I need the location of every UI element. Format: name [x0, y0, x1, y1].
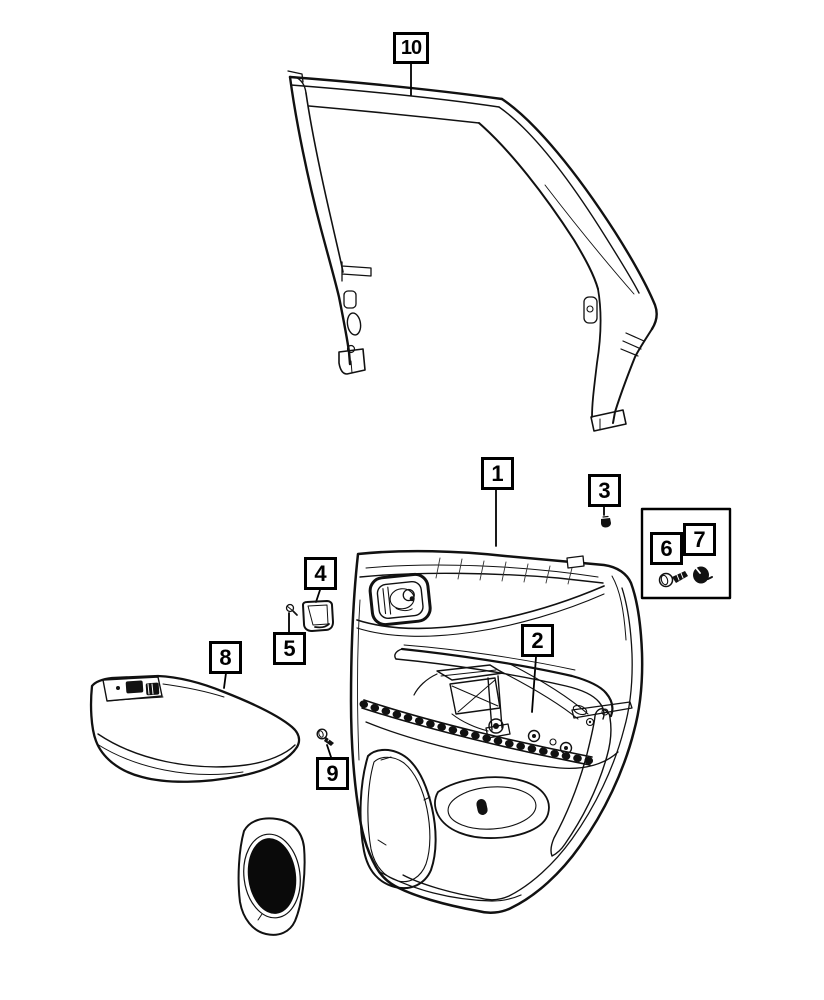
callout-2[interactable]: 2: [521, 624, 554, 657]
inner-carrier-drawing: [499, 663, 589, 720]
door-trim-panel-drawing: [349, 549, 644, 914]
edge-applique-strip: [550, 708, 612, 857]
leader-9: [326, 744, 332, 758]
callout-4[interactable]: 4: [304, 557, 337, 590]
leader-8: [223, 672, 227, 689]
callout-5[interactable]: 5: [273, 632, 306, 665]
callout-10[interactable]: 10: [393, 32, 429, 64]
pocket-recess: [434, 776, 550, 839]
pull-cup-bezel: [368, 572, 432, 627]
panel-grommets: [527, 708, 609, 755]
callout-7[interactable]: 7: [683, 523, 716, 556]
callout-3[interactable]: 3: [588, 474, 621, 507]
screw-9-drawing: [316, 728, 334, 746]
map-pocket-opening: [359, 748, 437, 889]
callout-9[interactable]: 9: [316, 757, 349, 790]
screw-5-drawing: [285, 603, 298, 616]
callout-6[interactable]: 6: [650, 532, 683, 565]
leader-2: [531, 656, 537, 713]
speaker-grille-drawing: [237, 817, 306, 936]
leader-4: [315, 589, 321, 603]
screw-6-drawing: [658, 571, 688, 588]
regulator-mechanism-drawing: [413, 664, 511, 739]
armrest-drawing: [89, 674, 301, 783]
switch-bezel-drawing: [302, 600, 334, 632]
callout-8[interactable]: 8: [209, 641, 242, 674]
grommet-7-drawing: [693, 566, 713, 584]
window-frame-drawing: [287, 70, 658, 432]
clip-3-drawing: [601, 515, 611, 528]
callout-1[interactable]: 1: [481, 457, 514, 490]
